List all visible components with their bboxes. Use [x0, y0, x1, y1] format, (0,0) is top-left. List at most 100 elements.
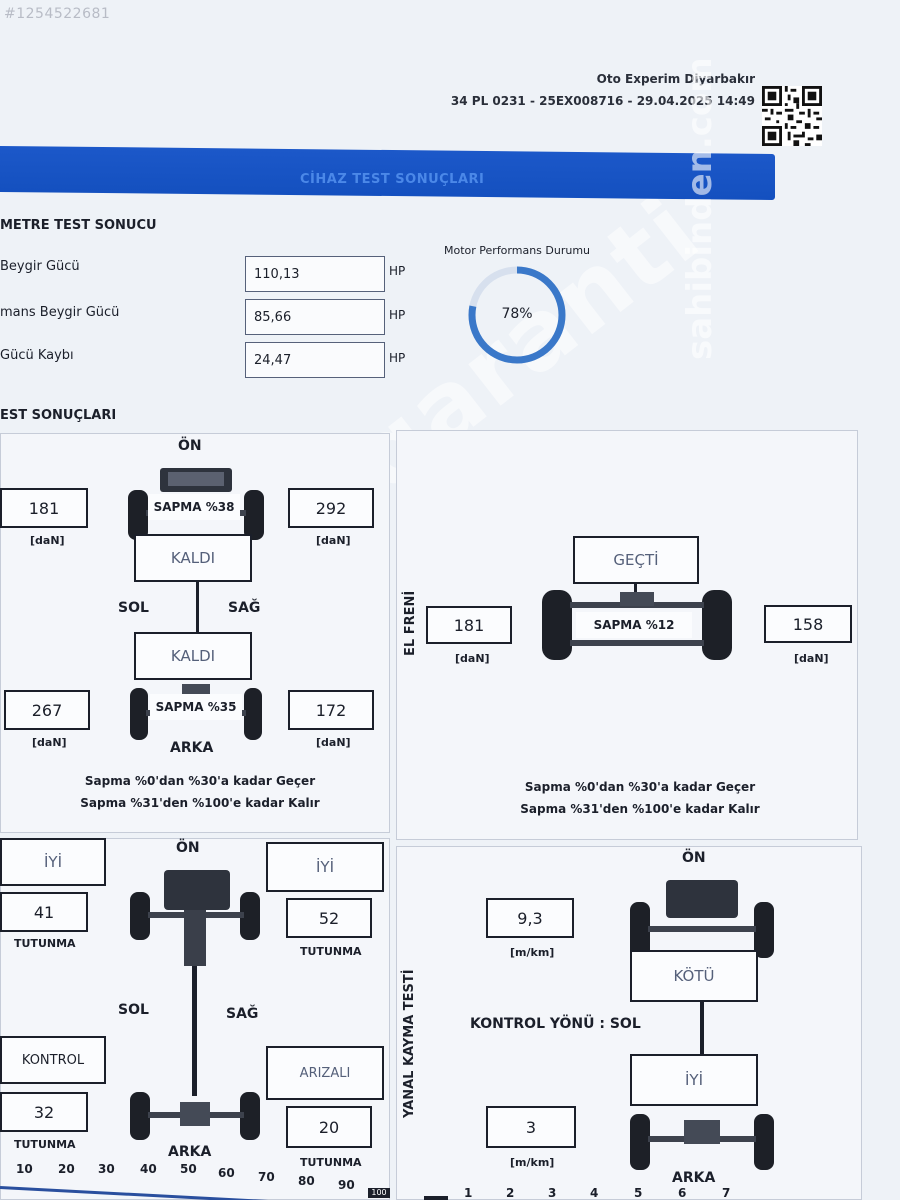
driveshaft-line	[196, 582, 199, 632]
sideslip-panel	[396, 846, 862, 1200]
header-meta: 34 PL 0231 - 25EX008716 - 29.04.2025 14:…	[450, 94, 755, 108]
brake-note-pass: Sapma %0'dan %30'a kadar Geçer	[84, 774, 316, 788]
gauge-title: Motor Performans Durumu	[444, 244, 591, 257]
grip-label: TUTUNMA	[14, 937, 76, 950]
suspension-front-left-status: İYİ	[0, 838, 106, 886]
handbrake-left-box: 181	[426, 606, 512, 644]
scale-tick: 6	[678, 1186, 687, 1200]
brake-section-title: EST SONUÇLARI	[0, 408, 117, 423]
scale-tick: 3	[548, 1186, 557, 1200]
handbrake-status: GEÇTİ	[573, 536, 699, 584]
scale-tick: 1	[464, 1186, 473, 1200]
suspension-rear-label: ARKA	[168, 1144, 212, 1160]
brake-front-left-box: 181	[0, 488, 88, 528]
suspension-rear-left-value: 32	[0, 1092, 88, 1132]
scale-tick: 50	[180, 1162, 197, 1176]
grip-label: TUTUNMA	[300, 945, 362, 958]
brake-note-fail: Sapma %31'den %100'e kadar Kalır	[80, 796, 320, 810]
unit-label: [daN]	[316, 534, 351, 547]
sideslip-side-label: YANAL KAYMA TESTİ	[402, 969, 417, 1118]
handbrake-note-pass: Sapma %0'dan %30'a kadar Geçer	[524, 780, 756, 794]
suspension-rear-right-status: ARIZALI	[266, 1046, 384, 1100]
performance-gauge	[468, 266, 566, 364]
suspension-right-label: SAĞ	[226, 1006, 259, 1022]
brake-front-status: KALDI	[134, 534, 252, 582]
handbrake-right-box: 158	[764, 605, 852, 643]
unit-label: [daN]	[794, 652, 829, 665]
handbrake-deviation: SAPMA %12	[576, 612, 692, 638]
handbrake-axle-icon	[542, 590, 732, 660]
scale-tick: 10	[16, 1162, 33, 1176]
front-axle-icon	[128, 468, 264, 540]
qr-code-icon	[762, 86, 822, 146]
scale-tick: 5	[634, 1186, 643, 1200]
sideslip-front-status: KÖTÜ	[630, 950, 758, 1002]
handbrake-note-fail: Sapma %31'den %100'e kadar Kalır	[520, 802, 760, 816]
sideslip-rear-label: ARKA	[672, 1170, 716, 1186]
suspension-chassis-icon	[130, 870, 260, 1140]
scale-tick: 7	[722, 1186, 731, 1200]
brake-rear-left-box: 267	[4, 690, 90, 730]
dyno-unit: HP	[389, 264, 406, 278]
handbrake-connector	[634, 584, 637, 598]
dyno-row-label: Gücü Kaybı	[0, 348, 74, 363]
grip-label: TUTUNMA	[14, 1138, 76, 1151]
sideslip-front-value: 9,3	[486, 898, 574, 938]
scale-tick: 60	[218, 1166, 235, 1180]
sideslip-direction: KONTROL YÖNÜ : SOL	[470, 1016, 641, 1032]
brake-right-label: SAĞ	[228, 600, 261, 616]
brake-rear-status: KALDI	[134, 632, 252, 680]
suspension-front-right-value: 52	[286, 898, 372, 938]
suspension-left-label: SOL	[118, 1002, 149, 1018]
scale-tick: 4	[590, 1186, 599, 1200]
scale-tick: 40	[140, 1162, 157, 1176]
sideslip-chassis-icon	[630, 880, 774, 1170]
sideslip-rear-status: İYİ	[630, 1054, 758, 1106]
dyno-unit: HP	[389, 351, 406, 365]
dyno-value-box: 85,66	[245, 299, 385, 335]
suspension-rear-left-status: KONTROL	[0, 1036, 106, 1084]
handbrake-side-label: EL FRENİ	[403, 590, 418, 656]
brake-left-label: SOL	[118, 600, 149, 616]
brake-front-deviation: SAPMA %38	[148, 494, 240, 520]
dyno-section-title: METRE TEST SONUCU	[0, 218, 157, 233]
suspension-front-label: ÖN	[176, 840, 200, 856]
scale-tick: 20	[58, 1162, 75, 1176]
dyno-row-label: Beygir Gücü	[0, 259, 80, 274]
unit-label: [m/km]	[510, 1156, 555, 1169]
scale-marker	[424, 1196, 448, 1200]
unit-label: [daN]	[30, 534, 65, 547]
unit-label: [daN]	[316, 736, 351, 749]
unit-label: [daN]	[455, 652, 490, 665]
scale-tick: 70	[258, 1170, 275, 1184]
brake-front-right-box: 292	[288, 488, 374, 528]
brand-watermark: sahibinden.com	[680, 57, 720, 360]
brake-rear-label: ARKA	[170, 740, 214, 756]
dyno-value-box: 24,47	[245, 342, 385, 378]
unit-label: [daN]	[32, 736, 67, 749]
banner-title: CİHAZ TEST SONUÇLARI	[300, 172, 485, 187]
scale-tick: 2	[506, 1186, 515, 1200]
grip-label: TUTUNMA	[300, 1156, 362, 1169]
listing-id: #1254522681	[4, 6, 111, 22]
suspension-scale: 10 20 30 40 50 60 70 80 90 100	[0, 1162, 390, 1200]
scale-tick-end: 100	[368, 1188, 390, 1198]
sideslip-scale: 1 2 3 4 5 6 7	[424, 1186, 864, 1200]
dyno-value-box: 110,13	[245, 256, 385, 292]
suspension-rear-right-value: 20	[286, 1106, 372, 1148]
scale-tick: 90	[338, 1178, 355, 1192]
gauge-arc	[468, 266, 566, 364]
sideslip-rear-value: 3	[486, 1106, 576, 1148]
dyno-unit: HP	[389, 308, 406, 322]
brake-front-label: ÖN	[178, 438, 202, 454]
unit-label: [m/km]	[510, 946, 555, 959]
suspension-front-left-value: 41	[0, 892, 88, 932]
gauge-value: 78%	[501, 306, 533, 322]
scale-tick: 30	[98, 1162, 115, 1176]
header-company: Oto Experim Diyarbakır	[596, 72, 755, 86]
suspension-front-right-status: İYİ	[266, 842, 384, 892]
sideslip-front-label: ÖN	[682, 850, 706, 866]
brake-rear-right-box: 172	[288, 690, 374, 730]
scale-tick: 80	[298, 1174, 315, 1188]
dyno-row-label: mans Beygir Gücü	[0, 305, 120, 320]
